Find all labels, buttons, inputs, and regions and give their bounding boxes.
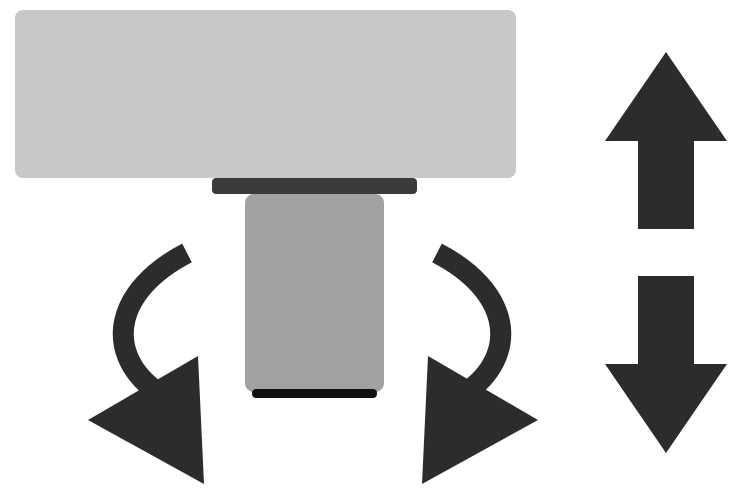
rotate-right-arrow-head bbox=[422, 356, 538, 484]
arrow-up-icon bbox=[605, 52, 727, 229]
leg-mounting-collar bbox=[212, 178, 417, 194]
rotate-left-arrow-head bbox=[88, 356, 204, 484]
rotate-clockwise-arrow-icon bbox=[422, 243, 538, 484]
rotate-right-arrow-shaft bbox=[432, 243, 512, 397]
tabletop-panel bbox=[15, 10, 516, 178]
leg-foot bbox=[252, 389, 377, 398]
rotate-counterclockwise-arrow-icon bbox=[88, 243, 204, 484]
rotate-left-arrow-shaft bbox=[112, 243, 192, 397]
down-arrow-shape bbox=[605, 276, 727, 453]
arrow-down-icon bbox=[605, 276, 727, 453]
leg-body bbox=[245, 194, 384, 392]
up-arrow-shape bbox=[605, 52, 727, 229]
